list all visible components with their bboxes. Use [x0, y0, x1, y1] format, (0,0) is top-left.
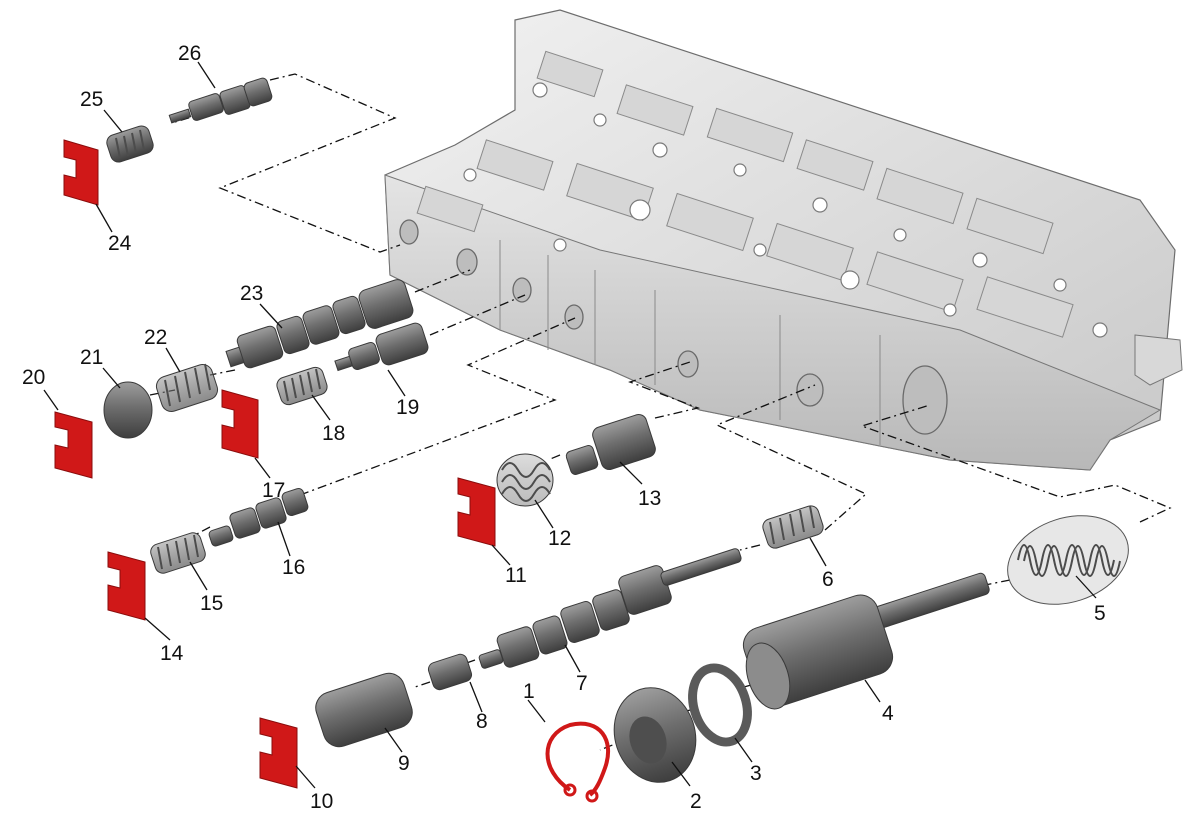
part-26-valve — [168, 77, 273, 124]
part-6-spring — [762, 505, 824, 549]
part-4-piston — [742, 572, 990, 710]
label-19: 19 — [396, 396, 419, 419]
label-3: 3 — [750, 762, 762, 785]
label-25: 25 — [80, 88, 103, 111]
label-17: 17 — [262, 479, 285, 502]
part-20-clip — [54, 411, 93, 479]
part-3-seal-ring — [688, 663, 752, 747]
label-6: 6 — [822, 568, 834, 591]
part-18-spring — [276, 366, 328, 406]
label-1: 1 — [523, 680, 535, 703]
part-25-spring — [106, 125, 154, 163]
callout-labels: 1 2 3 4 5 6 7 8 9 10 11 12 13 14 15 16 1… — [22, 42, 1106, 813]
part-7-long-valve — [478, 548, 742, 669]
part-5-large-spring — [1007, 515, 1129, 605]
label-20: 20 — [22, 366, 45, 389]
label-10: 10 — [310, 790, 333, 813]
label-12: 12 — [548, 527, 571, 550]
label-22: 22 — [144, 326, 167, 349]
part-9-sleeve — [315, 672, 413, 748]
label-16: 16 — [282, 556, 305, 579]
part-2-cap — [613, 687, 697, 783]
part-15-spring — [150, 532, 206, 574]
part-19-valve — [334, 322, 429, 372]
part-12-spring — [496, 453, 554, 507]
label-18: 18 — [322, 422, 345, 445]
part-8-plunger — [427, 653, 473, 691]
label-9: 9 — [398, 752, 410, 775]
part-1-snap-ring — [545, 721, 611, 803]
part-24-clip — [63, 139, 99, 206]
label-21: 21 — [80, 346, 103, 369]
label-14: 14 — [160, 642, 184, 665]
label-24: 24 — [108, 232, 132, 255]
label-4: 4 — [882, 702, 894, 725]
label-8: 8 — [476, 710, 488, 733]
label-7: 7 — [576, 672, 588, 695]
label-5: 5 — [1094, 602, 1106, 625]
part-11-clip — [457, 477, 496, 547]
label-23: 23 — [240, 282, 263, 305]
part-17-clip — [221, 389, 259, 459]
part-14-clip — [107, 551, 146, 621]
part-23-valve — [225, 279, 414, 369]
leader-lines — [43, 61, 1097, 789]
part-21-plug — [103, 381, 153, 439]
label-2: 2 — [690, 790, 702, 813]
part-10-clip — [259, 717, 298, 789]
part-16-valve — [208, 487, 309, 547]
label-15: 15 — [200, 592, 223, 615]
part-22-spring — [155, 363, 219, 412]
part-13-valve — [565, 414, 656, 475]
valve-body — [384, 9, 1183, 471]
label-13: 13 — [638, 487, 661, 510]
label-11: 11 — [505, 564, 527, 587]
label-26: 26 — [178, 42, 201, 65]
